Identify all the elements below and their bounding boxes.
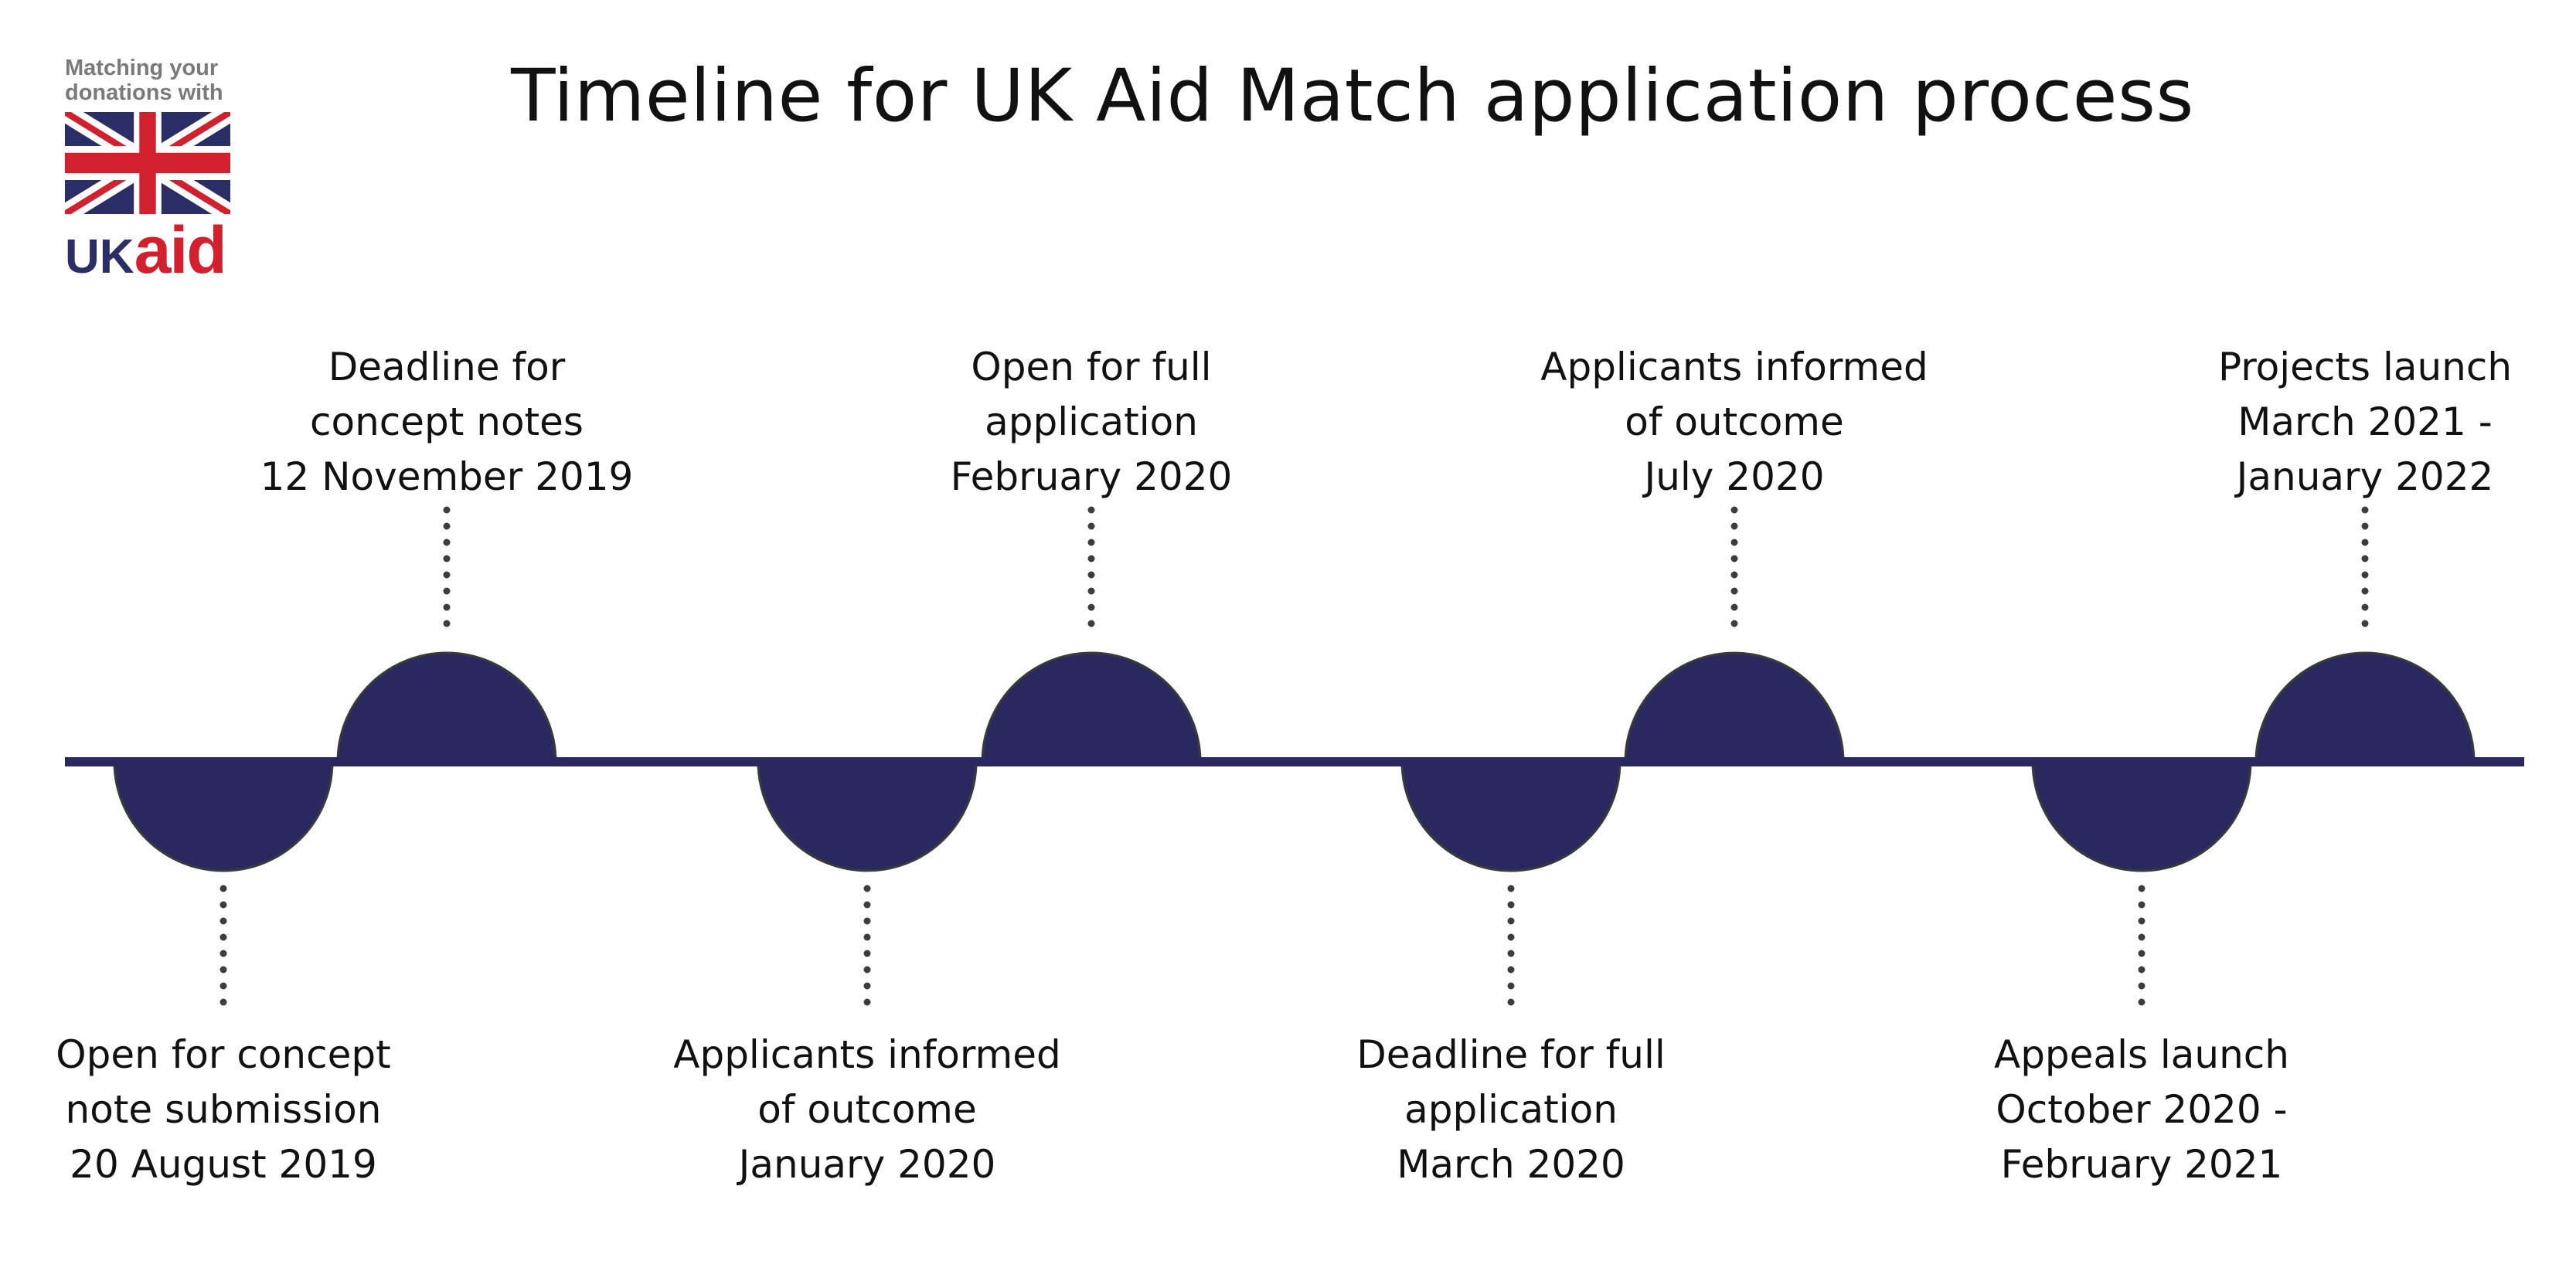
milestone-label-1: Open for concept note submission 20 August…	[7, 1028, 440, 1192]
uk-aid-wordmark: UKaid	[65, 217, 235, 284]
logo-tagline-line1: Matching your	[65, 56, 219, 80]
page-title: Timeline for UK Aid Match application pr…	[511, 54, 2194, 138]
milestone-label-line: Applicants informed	[673, 1032, 1061, 1077]
milestone-marker-4	[981, 651, 1202, 763]
milestone-label-line: of outcome	[757, 1087, 977, 1132]
milestone-marker-3	[757, 760, 978, 872]
milestone-label-line: Appeals launch	[1993, 1032, 2289, 1077]
milestone-label-line: Open for full	[971, 345, 1212, 389]
milestone-label-line: March 2020	[1397, 1142, 1625, 1187]
milestone-label-line: February 2020	[950, 454, 1233, 499]
milestone-label-2: Deadline for concept notes 12 November 201…	[230, 340, 663, 505]
milestone-marker-5	[1400, 760, 1621, 872]
milestone-label-line: Projects launch	[2217, 345, 2513, 389]
milestone-label-line: application	[985, 399, 1198, 444]
milestone-marker-8	[2254, 651, 2476, 763]
milestone-marker-6	[1624, 651, 1845, 763]
milestone-label-line: February 2021	[2000, 1142, 2283, 1187]
milestone-label-line: 12 November 2019	[260, 454, 634, 499]
wordmark-uk: UK	[65, 230, 134, 284]
union-flag-icon	[65, 112, 230, 214]
milestone-label-line: note submission	[65, 1087, 382, 1132]
milestone-marker-1	[113, 760, 334, 872]
milestone-label-line: application	[1404, 1087, 1618, 1132]
milestone-marker-2	[336, 651, 557, 763]
milestone-label-line: 20 August 2019	[70, 1142, 377, 1187]
milestone-marker-7	[2031, 760, 2252, 872]
wordmark-aid: aid	[134, 213, 227, 287]
milestone-label-line: Deadline for full	[1356, 1032, 1666, 1077]
uk-aid-logo: Matching your donations with UKaid	[65, 56, 235, 284]
milestone-label-line: Deadline for	[328, 345, 566, 389]
milestone-label-line: January 2022	[2236, 454, 2494, 499]
logo-tagline-line2: donations with	[65, 80, 223, 105]
milestone-label-line: Applicants informed	[1540, 345, 1928, 389]
milestone-label-line: March 2021 -	[2237, 399, 2493, 444]
milestone-label-line: October 2020 -	[1996, 1087, 2288, 1132]
milestone-label-line: July 2020	[1644, 454, 1825, 499]
timeline-axis	[65, 757, 2524, 766]
milestone-label-line: January 2020	[738, 1142, 996, 1187]
milestone-label-line: concept notes	[310, 399, 584, 444]
milestone-label-line: Open for concept	[56, 1032, 391, 1077]
milestone-label-line: of outcome	[1625, 399, 1844, 444]
